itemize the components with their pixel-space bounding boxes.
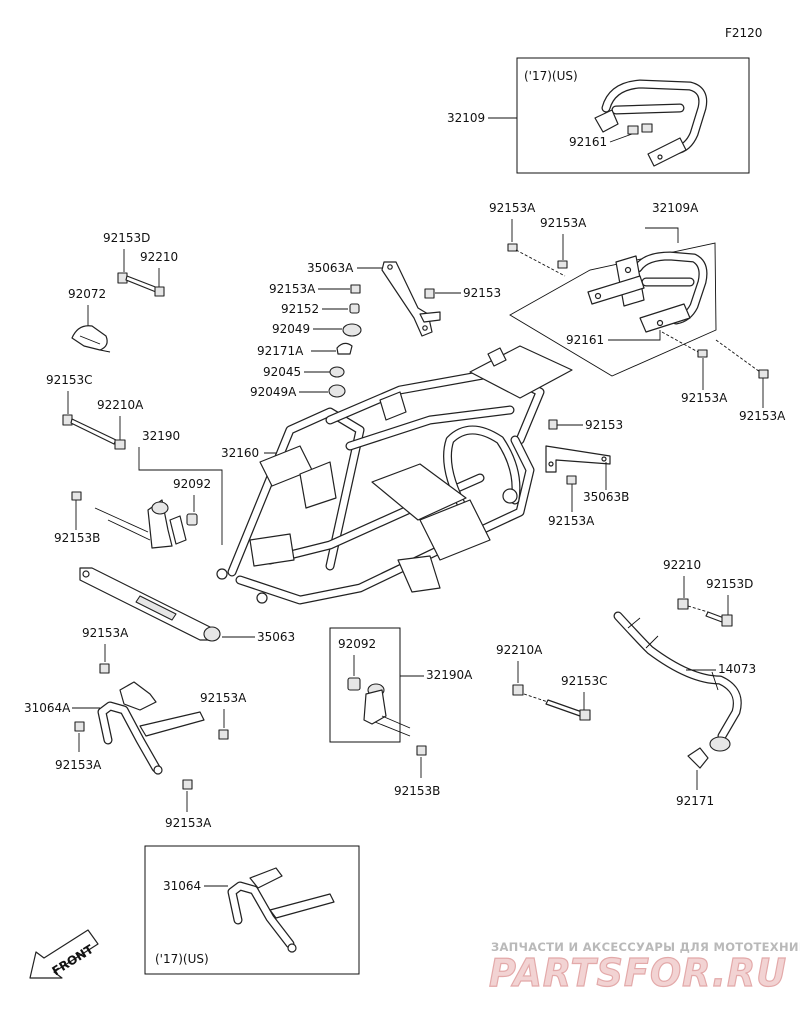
exhaust-pipe-14073 [613, 611, 742, 752]
label-35063A: 35063A [307, 261, 354, 275]
bolt-92153C-left [62, 414, 126, 450]
label-92153A-guard-left: 92153A [55, 758, 102, 772]
bolt-92153C-right [512, 684, 591, 721]
label-31064A: 31064A [24, 701, 71, 715]
box-us-17-top: ('17)(US) [516, 57, 750, 174]
diagram-code: F2120 [725, 26, 762, 40]
bolt-92153-stay [424, 288, 435, 299]
label-92153A-guard-top: 92153A [82, 626, 129, 640]
box-us-17-bottom-label: ('17)(US) [155, 952, 209, 966]
bolt-92153A-stay [350, 284, 361, 294]
label-92153-rear: 92153 [585, 418, 623, 432]
bolt-92153-rear [548, 419, 558, 430]
label-92153A-guard-bottom: 92153A [165, 816, 212, 830]
label-92171: 92171 [676, 794, 714, 808]
label-92161-rack: 92161 [566, 333, 604, 347]
rear-carrier-us-drawing [594, 79, 708, 167]
label-92153A-stay: 92153A [269, 282, 316, 296]
clamp-92171 [687, 747, 709, 769]
front-direction-marker: FRONT [29, 929, 99, 979]
stay-35063-drawing [79, 567, 221, 642]
bolt-92153A-guard-left [74, 721, 85, 732]
guard-31064A-drawing [97, 681, 205, 775]
bolt-92153A-guard-right [218, 729, 229, 740]
bolt-92153A-guard-bottom [182, 779, 193, 790]
label-92171A: 92171A [257, 344, 304, 358]
label-92153C-right: 92153C [561, 674, 608, 688]
label-92210-left: 92210 [140, 250, 178, 264]
watermark-caption: ЗАПЧАСТИ И АКСЕССУАРЫ ДЛЯ МОТОТЕХНИКИ [491, 940, 800, 954]
label-92153A-rack-right: 92153A [739, 409, 786, 423]
label-32190A: 32190A [426, 668, 473, 682]
label-35063: 35063 [257, 630, 295, 644]
mount-32190-drawing [94, 499, 198, 549]
box-us-17-bottom: ('17)(US) [144, 845, 360, 975]
bolt-92153A-rack-bottom [661, 331, 708, 358]
label-92092-left: 92092 [173, 477, 211, 491]
band-92045 [329, 366, 345, 378]
label-32190: 32190 [142, 429, 180, 443]
grommet-92049 [342, 323, 362, 337]
label-92153A-rack-mid: 92153A [540, 216, 587, 230]
stay-35063B [545, 445, 611, 473]
watermark-brand: PARTSFOR.RU [489, 951, 787, 995]
label-31064: 31064 [163, 879, 201, 893]
label-32109: 32109 [447, 111, 485, 125]
bolt-92153A-rack-left [507, 243, 566, 277]
label-92210A-left: 92210A [97, 398, 144, 412]
label-92092-mid: 92092 [338, 637, 376, 651]
label-92045: 92045 [263, 365, 301, 379]
collar-92152 [349, 303, 360, 314]
grommet-92049A [328, 384, 346, 398]
rear-carrier-drawing [587, 251, 708, 333]
label-92049A: 92049A [250, 385, 297, 399]
label-92153C-left: 92153C [46, 373, 93, 387]
label-92153A-rack-bottom: 92153A [681, 391, 728, 405]
bolt-92153A-rear [566, 475, 577, 485]
label-92153-stay: 92153 [463, 286, 501, 300]
bolt-92153A-rack-right [715, 339, 769, 379]
bolt-92153A-guard-top [99, 663, 110, 674]
label-92152: 92152 [281, 302, 319, 316]
bolt-92153B-left [71, 491, 82, 501]
label-92049: 92049 [272, 322, 310, 336]
bolt-92153A-rack-mid [557, 260, 568, 269]
bolt-92153B-mid [416, 745, 427, 756]
label-35063B: 35063B [583, 490, 629, 504]
clamp-92072 [71, 325, 111, 353]
label-92161-top: 92161 [569, 135, 607, 149]
label-92153A-guard-right: 92153A [200, 691, 247, 705]
bolt-92153D-right [677, 598, 733, 627]
guard-31064-drawing [227, 867, 335, 953]
box-us-17-top-label: ('17)(US) [524, 69, 578, 83]
label-32109A: 32109A [652, 201, 699, 215]
label-14073: 14073 [718, 662, 756, 676]
label-92153A-rear: 92153A [548, 514, 595, 528]
label-92210A-right: 92210A [496, 643, 543, 657]
mount-32190A-drawing [347, 677, 411, 737]
stay-35063A [381, 261, 441, 337]
label-92153D-left: 92153D [103, 231, 150, 245]
label-92153D-right: 92153D [706, 577, 753, 591]
frame-32160-drawing [216, 345, 573, 605]
label-92210-right: 92210 [663, 558, 701, 572]
bolt-92153D-left [117, 272, 165, 297]
label-92153B-mid: 92153B [394, 784, 440, 798]
clamp-92171A [336, 342, 353, 355]
label-32160: 32160 [221, 446, 259, 460]
label-92153B-left: 92153B [54, 531, 100, 545]
label-92153A-rack-left: 92153A [489, 201, 536, 215]
label-92072: 92072 [68, 287, 106, 301]
